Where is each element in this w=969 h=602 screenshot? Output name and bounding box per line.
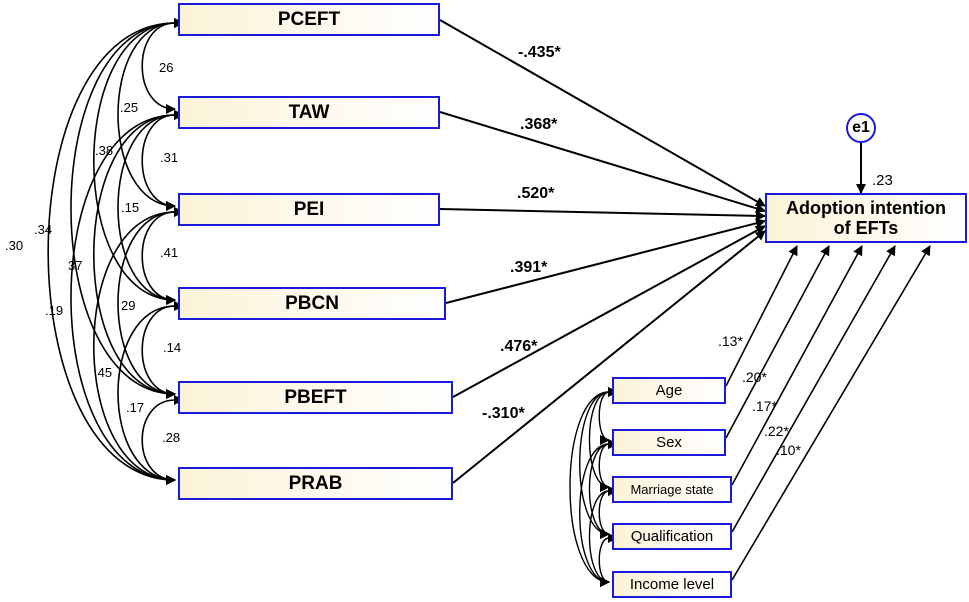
cov-label: .19 xyxy=(45,303,64,318)
control-label: Income level xyxy=(629,576,715,593)
path-prab-to-target xyxy=(452,230,766,484)
control-label: Marriage state xyxy=(630,482,714,497)
cov-label: .14 xyxy=(163,340,182,355)
coef-label-pbcn: .391* xyxy=(510,259,548,276)
cov-label: .38 xyxy=(95,143,114,158)
cov-label: .30 xyxy=(5,238,24,253)
covariance-pei-pbeft xyxy=(117,207,184,399)
regression-paths xyxy=(439,19,931,581)
covariance-taw-pbcn xyxy=(117,110,184,305)
coef-label-marriage: .17* xyxy=(752,398,777,414)
cov-label: .31 xyxy=(160,150,179,165)
predictor-pceft: PCEFT xyxy=(178,3,440,36)
cov-label: .15 xyxy=(121,200,140,215)
control-label: Age xyxy=(655,382,683,399)
error-label: e1 xyxy=(852,119,870,136)
covariance-pei-prab xyxy=(93,207,184,485)
target-line2: of EFTs xyxy=(833,218,899,238)
coef-label-income: .10* xyxy=(776,442,801,458)
r2-label: .23 xyxy=(872,172,893,189)
control-label: Qualification xyxy=(630,528,714,545)
cov-label: 29 xyxy=(121,298,136,313)
path-income-to-target xyxy=(731,245,931,581)
covariance-pceft-pbeft xyxy=(70,18,184,399)
path-taw-to-target xyxy=(439,111,766,214)
covariance-arcs xyxy=(47,18,184,485)
coef-label-age: .13* xyxy=(718,333,743,349)
covariance-taw-prab xyxy=(70,110,184,485)
coef-label-taw: .368* xyxy=(520,116,558,133)
cov-label: .45 xyxy=(94,365,113,380)
covariance-pei-pbcn xyxy=(141,207,184,305)
coef-label-sex: .20* xyxy=(742,369,767,385)
path-pei-to-target xyxy=(439,208,766,221)
control-sex: Sex xyxy=(612,429,726,456)
covariance-pceft-prab xyxy=(47,18,184,485)
path-marriage-to-target xyxy=(731,245,863,486)
target-line1: Adoption intention xyxy=(786,198,946,218)
cov-label: 26 xyxy=(159,60,174,75)
control-age: Age xyxy=(612,377,726,404)
cov-label: .28 xyxy=(162,430,181,445)
cov-label: .41 xyxy=(160,245,179,260)
coef-label-pbeft: .476* xyxy=(500,338,538,355)
covariance-pbcn-prab xyxy=(117,301,184,485)
predictor-pbeft: PBEFT xyxy=(178,381,453,414)
predictor-label: PBEFT xyxy=(284,386,347,408)
control-covariance-arc xyxy=(598,486,618,539)
coef-label-qualification: .22* xyxy=(764,423,789,439)
cov-label: .34 xyxy=(34,222,53,237)
covariance-pbcn-pbeft xyxy=(141,301,184,399)
coef-label-pceft: -.435* xyxy=(518,44,561,61)
cov-label: .25 xyxy=(120,100,139,115)
predictor-pbcn: PBCN xyxy=(178,287,446,320)
covariance-pbeft-prab xyxy=(141,395,184,485)
predictor-prab: PRAB xyxy=(178,467,453,500)
control-marriage: Marriage state xyxy=(612,476,732,503)
control-income: Income level xyxy=(612,571,732,598)
control-covariance-arc xyxy=(598,439,618,492)
coef-label-prab: -.310* xyxy=(482,405,525,422)
control-covariance-arc xyxy=(598,533,618,587)
path-age-to-target xyxy=(725,245,798,387)
coef-label-pei: .520* xyxy=(517,185,555,202)
cov-label: 37 xyxy=(68,258,83,273)
path-qualification-to-target xyxy=(731,245,896,533)
control-covariance-arc xyxy=(579,439,618,587)
control-covariance-arcs xyxy=(569,387,618,587)
predictor-taw: TAW xyxy=(178,96,440,129)
error-term: e1 xyxy=(846,113,876,143)
covariance-taw-pei xyxy=(141,110,184,211)
predictor-label: PEI xyxy=(293,198,325,220)
covariance-pceft-taw xyxy=(141,18,184,114)
control-covariance-arc xyxy=(569,387,618,587)
covariance-taw-pbeft xyxy=(93,110,184,399)
target-box: Adoption intention of EFTs xyxy=(765,193,967,243)
control-label: Sex xyxy=(656,434,682,451)
predictor-label: PBCN xyxy=(285,292,339,314)
predictor-label: PCEFT xyxy=(277,8,341,30)
cov-label: .17 xyxy=(126,400,145,415)
predictor-label: PRAB xyxy=(288,472,343,494)
control-covariance-arc xyxy=(579,387,618,539)
control-covariance-arc xyxy=(598,387,618,445)
path-pbeft-to-target xyxy=(452,225,766,398)
predictor-label: TAW xyxy=(288,101,330,123)
path-pceft-to-target xyxy=(439,19,766,207)
covariance-pceft-pei xyxy=(117,18,184,211)
control-qualification: Qualification xyxy=(612,523,732,550)
covariance-pceft-pbcn xyxy=(93,18,184,305)
path-sex-to-target xyxy=(725,245,830,439)
path-pbcn-to-target xyxy=(445,218,766,304)
predictor-pei: PEI xyxy=(178,193,440,226)
